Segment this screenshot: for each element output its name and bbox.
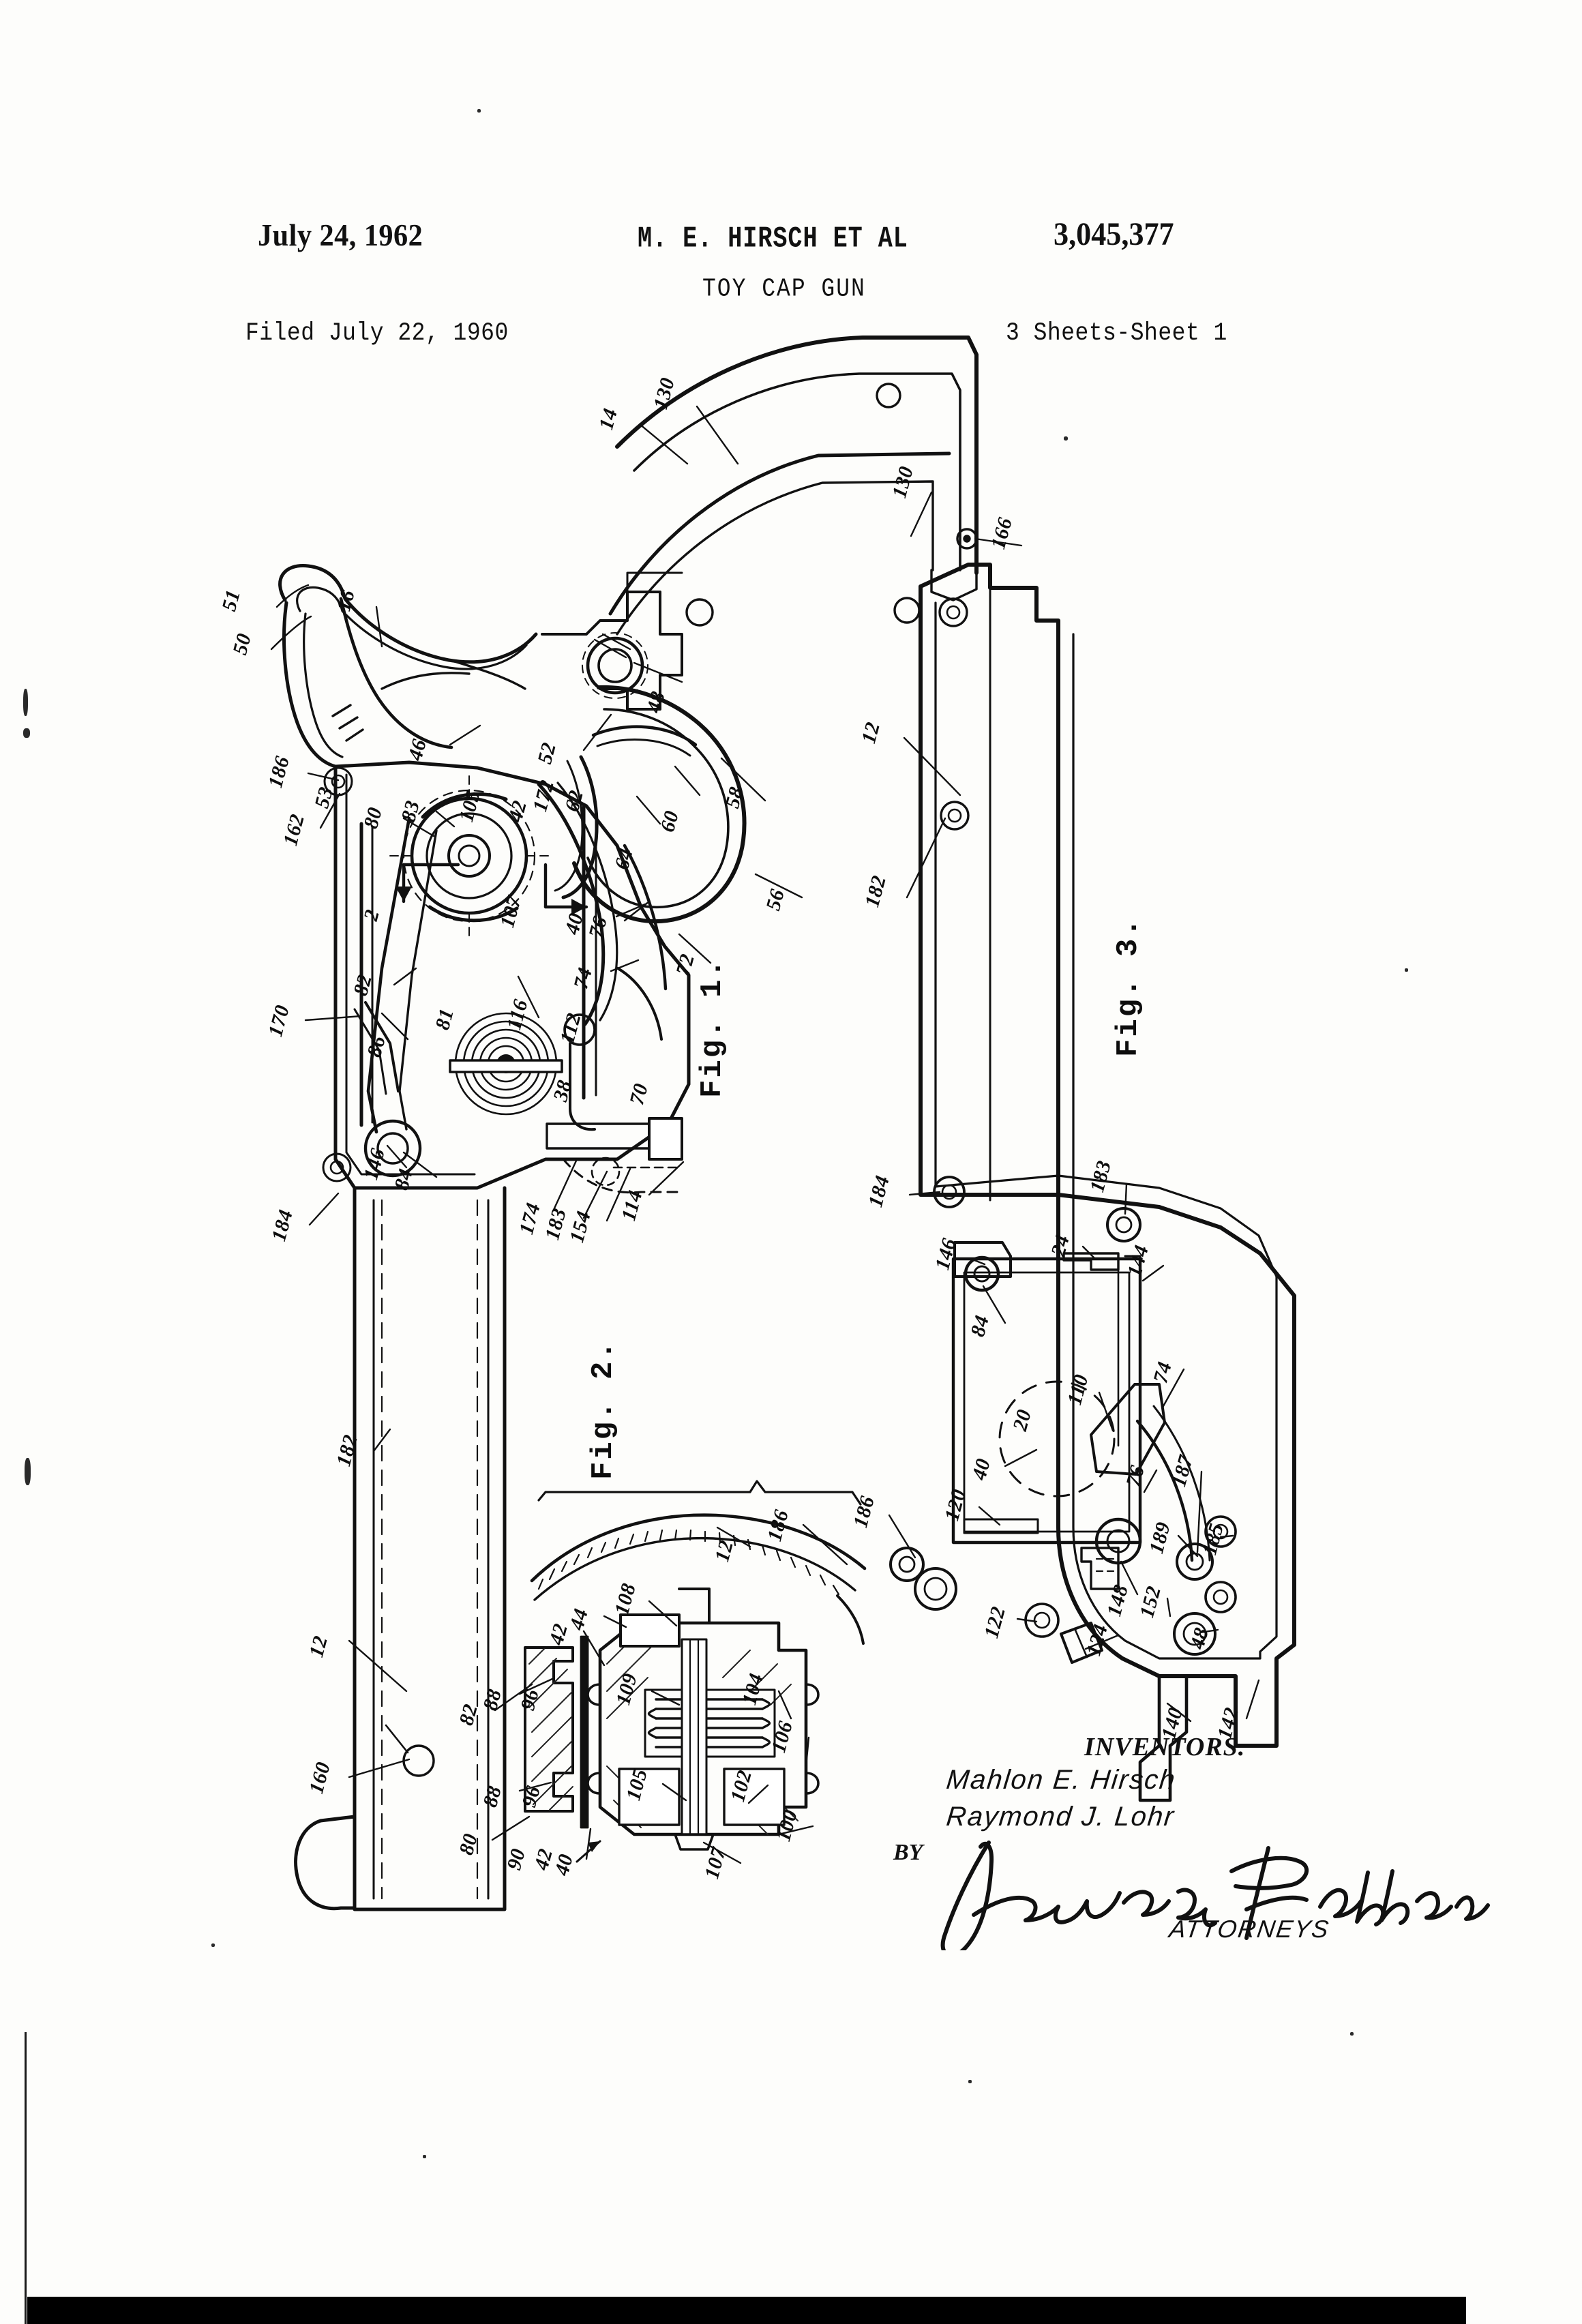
issue-date: July 24, 1962 [258, 218, 423, 252]
figure-3-group [889, 565, 1294, 1800]
scan-speck [1405, 968, 1408, 972]
scan-speck [23, 689, 28, 716]
scan-edge-bar [27, 2297, 1466, 2324]
inventor-name-1: Mahlon E. Hirsch [944, 1765, 1178, 1795]
signature-block: INVENTORS. Mahlon E. Hirsch Raymond J. L… [886, 1732, 1500, 1964]
figure-3-label: Fig. 3. [1111, 917, 1146, 1057]
scan-speck [477, 109, 481, 113]
filing-date: Filed July 22, 1960 [245, 318, 509, 348]
scan-speck [1350, 2032, 1354, 2036]
scan-speck [25, 1458, 31, 1485]
sheet-count: 3 Sheets-Sheet 1 [1006, 318, 1227, 348]
by-label: BY [893, 1840, 923, 1865]
inventors-caption: INVENTORS. [1084, 1733, 1246, 1761]
figure-2-label: Fig. 2. [586, 1339, 621, 1480]
invention-title: TOY CAP GUN [702, 274, 866, 303]
scan-speck [423, 2155, 426, 2158]
scan-speck [23, 728, 30, 738]
scan-speck [1064, 436, 1068, 441]
figure-1-label: Fig. 1. [696, 957, 730, 1098]
attorney-signature [940, 1841, 1490, 1950]
attorneys-label: ATTORNEYS [1167, 1915, 1332, 1943]
scan-speck [968, 2080, 972, 2083]
figure-1-group [271, 338, 1021, 1909]
sheet-header: July 24, 1962 M. E. HIRSCH ET AL 3,045,3… [0, 0, 1582, 347]
scan-speck [211, 1943, 215, 1947]
scan-edge-line [25, 2032, 27, 2324]
figure-2-group [492, 1481, 865, 1863]
inventor-name-2: Raymond J. Lohr [944, 1802, 1176, 1832]
patent-number: 3,045,377 [1054, 216, 1174, 252]
inventor-line: M. E. HIRSCH ET AL [638, 222, 908, 256]
